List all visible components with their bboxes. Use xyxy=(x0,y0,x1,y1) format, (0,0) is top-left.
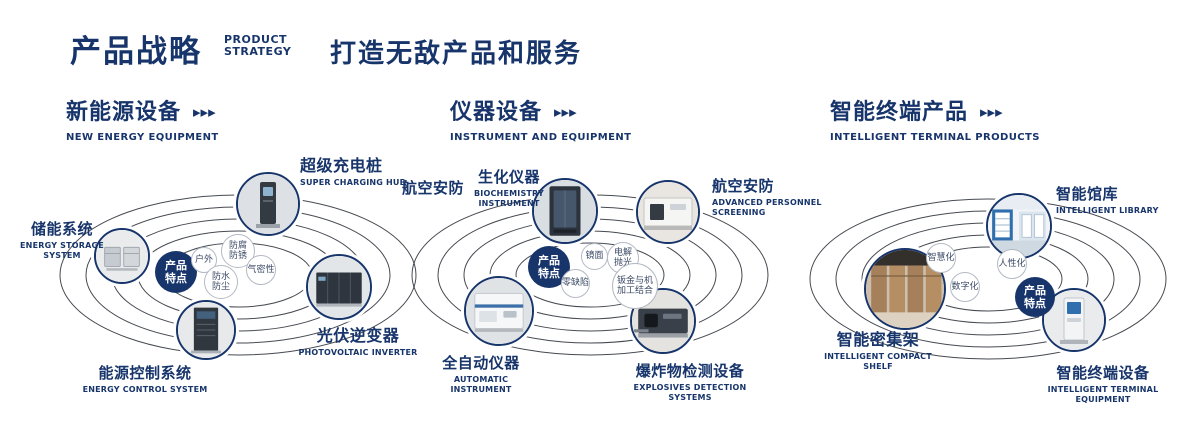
product-circle-biochemistry-instrument xyxy=(532,178,598,244)
orbit-rings-instruments xyxy=(411,194,769,356)
feature-label: 智慧化 xyxy=(927,252,955,263)
product-name-en: ENERGY STORAGE SYSTEM xyxy=(20,241,104,261)
label-aviation-security: 航空安防 xyxy=(402,179,465,197)
feature-label: 镜面 xyxy=(585,251,604,262)
section-header-new-energy: 新能源设备 ▸▸▸ NEW ENERGY EQUIPMENT xyxy=(66,94,219,143)
photovoltaic-inverter-image xyxy=(308,256,370,318)
triple-arrow-icon: ▸▸▸ xyxy=(193,102,216,121)
explosives-detection-image xyxy=(632,290,694,352)
product-name-en: EXPLOSIVES DETECTION SYSTEMS xyxy=(633,383,747,403)
section-subtitle: INSTRUMENT AND EQUIPMENT xyxy=(450,132,632,143)
product-name-en: PHOTOVOLTAIC INVERTER xyxy=(298,348,418,357)
product-label-automatic-instrument: 全自动仪器 AUTOMATIC INSTRUMENT xyxy=(426,352,536,396)
badge-label: 产品特点 xyxy=(165,258,187,285)
product-name-en: INTELLIGENT TERMINAL EQUIPMENT xyxy=(1047,385,1159,405)
feature-label: 防腐防锈 xyxy=(228,240,247,261)
page-title-en-line1: PRODUCT xyxy=(224,33,288,46)
feature-label: 电解抛光 xyxy=(613,247,632,268)
personnel-screening-image xyxy=(638,182,698,242)
feature-bubble-intelligent: 智慧化 xyxy=(926,243,956,273)
product-name-cn: 储能系统 xyxy=(30,220,93,238)
product-name-cn: 超级充电桩 xyxy=(300,156,383,175)
product-label-intelligent-terminal: 智能终端设备 INTELLIGENT TERMINAL EQUIPMENT xyxy=(1028,362,1178,406)
badge-label: 产品特点 xyxy=(538,253,560,280)
product-label-biochemistry-instrument: 生化仪器 BIOCHEMISTRY INSTRUMENT xyxy=(460,166,558,210)
feature-bubble-digitized: 数字化 xyxy=(950,272,980,302)
page-title-en-line2: STRATEGY xyxy=(224,45,292,59)
product-label-intelligent-library: 智能馆库 INTELLIGENT LIBRARY xyxy=(1056,183,1166,216)
product-name-cn: 航空安防 xyxy=(712,177,775,195)
product-name-en: ENERGY CONTROL SYSTEM xyxy=(82,385,208,394)
feature-bubble-waterproof: 防水防尘 xyxy=(204,265,238,299)
product-label-personnel-screening: 航空安防 ADVANCED PERSONNEL SCREENING xyxy=(712,175,824,219)
product-name-en: INTELLIGENT LIBRARY xyxy=(1056,206,1159,215)
product-features-badge: 产品特点 xyxy=(1015,277,1055,317)
product-circle-energy-storage xyxy=(94,228,150,284)
feature-bubble-mirror-finish: 镜面 xyxy=(581,243,608,270)
product-name-cn: 全自动仪器 xyxy=(442,354,520,372)
feature-bubble-zero-defect: 零缺陷 xyxy=(561,269,590,298)
product-name-cn: 光伏逆变器 xyxy=(316,326,400,345)
page-slogan: 打造无敌产品和服务 xyxy=(330,39,583,69)
product-name-cn: 生化仪器 xyxy=(477,168,540,186)
product-circle-energy-control-system xyxy=(176,300,236,360)
triple-arrow-icon: ▸▸▸ xyxy=(980,102,1003,121)
triple-arrow-icon: ▸▸▸ xyxy=(554,102,577,121)
product-circle-automatic-instrument xyxy=(464,276,534,346)
product-label-energy-control-system: 能源控制系统 ENERGY CONTROL SYSTEM xyxy=(80,362,210,395)
product-name-en: BIOCHEMISTRY INSTRUMENT xyxy=(474,189,544,209)
biochemistry-instrument-image xyxy=(534,180,596,242)
feature-label: 数字化 xyxy=(951,281,979,292)
product-circle-intelligent-compact-shelf xyxy=(864,248,946,330)
section-title: 智能终端产品 xyxy=(830,100,969,125)
super-charging-hub-image xyxy=(238,174,298,234)
feature-label: 零缺陷 xyxy=(562,278,590,289)
energy-control-system-image xyxy=(178,302,234,358)
section-header-intelligent-terminal: 智能终端产品 ▸▸▸ INTELLIGENT TERMINAL PRODUCTS xyxy=(830,94,1040,143)
product-name-cn: 智能终端设备 xyxy=(1056,364,1150,382)
product-name-cn: 智能密集架 xyxy=(836,330,920,349)
feature-label: 防水防尘 xyxy=(211,271,230,292)
product-name-cn: 能源控制系统 xyxy=(98,364,192,382)
energy-storage-image xyxy=(96,230,148,282)
product-features-badge: 产品特点 xyxy=(155,251,197,293)
feature-bubble-airtight: 气密性 xyxy=(246,255,276,285)
feature-bubble-humanized: 人性化 xyxy=(997,249,1027,279)
feature-label: 人性化 xyxy=(998,258,1026,269)
product-label-intelligent-compact-shelf: 智能密集架 INTELLIGENT COMPACT SHELF xyxy=(824,326,932,373)
section-header-instruments: 仪器设备 ▸▸▸ INSTRUMENT AND EQUIPMENT xyxy=(450,94,631,143)
product-circle-intelligent-library xyxy=(986,193,1052,259)
feature-bubble-sheetmetal-machining: 钣金与机加工结合 xyxy=(612,263,658,309)
automatic-instrument-image xyxy=(466,278,532,344)
section-title: 新能源设备 xyxy=(66,100,182,125)
product-circle-personnel-screening xyxy=(636,180,700,244)
product-circle-photovoltaic-inverter xyxy=(306,254,372,320)
product-label-super-charging-hub: 超级充电桩 SUPER CHARGING HUB xyxy=(300,152,415,188)
page-title-en: PRODUCT STRATEGY xyxy=(224,33,292,59)
product-name-en: ADVANCED PERSONNEL SCREENING xyxy=(712,198,822,218)
product-name-en: AUTOMATIC INSTRUMENT xyxy=(450,375,512,395)
product-name-en: SUPER CHARGING HUB xyxy=(300,178,406,187)
feature-label: 户外 xyxy=(194,254,213,265)
product-name-cn: 爆炸物检测设备 xyxy=(635,362,745,380)
page-title: 产品战略 xyxy=(70,34,202,70)
feature-label: 钣金与机加工结合 xyxy=(616,275,653,296)
product-label-energy-storage: 储能系统 ENERGY STORAGE SYSTEM xyxy=(18,218,106,262)
intelligent-library-image xyxy=(988,195,1050,257)
feature-label: 气密性 xyxy=(247,264,275,275)
product-name-en: INTELLIGENT COMPACT SHELF xyxy=(824,352,932,372)
product-circle-super-charging-hub xyxy=(236,172,300,236)
product-name-cn: 智能馆库 xyxy=(1056,185,1119,203)
product-label-photovoltaic-inverter: 光伏逆变器 PHOTOVOLTAIC INVERTER xyxy=(298,322,418,358)
product-circle-intelligent-terminal xyxy=(1042,288,1106,352)
intelligent-compact-shelf-image xyxy=(866,250,944,328)
product-label-explosives-detection: 爆炸物检测设备 EXPLOSIVES DETECTION SYSTEMS xyxy=(615,360,765,404)
section-subtitle: NEW ENERGY EQUIPMENT xyxy=(66,132,219,143)
section-subtitle: INTELLIGENT TERMINAL PRODUCTS xyxy=(830,132,1040,143)
badge-label: 产品特点 xyxy=(1024,283,1046,310)
section-title: 仪器设备 xyxy=(450,100,543,125)
orbit-rings-intelligent-terminal xyxy=(809,198,1167,360)
